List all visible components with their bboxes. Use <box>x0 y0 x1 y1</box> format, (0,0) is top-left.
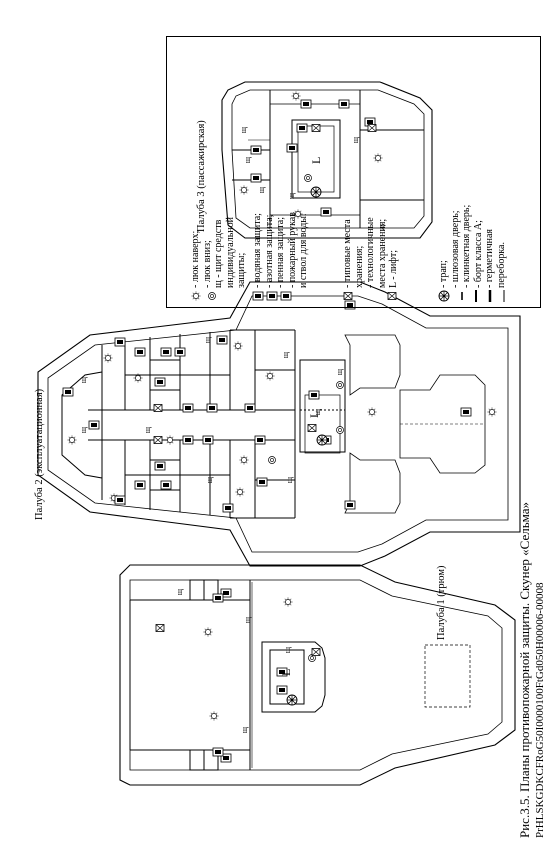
legend-storage-tech-2: места хранения; <box>376 218 388 288</box>
deck2-plan <box>37 281 521 567</box>
legend-shield-2: индивидуальной <box>224 217 236 288</box>
legend-hermetic: - герметичная <box>484 229 495 288</box>
legend-shield: щ - щит средств <box>213 219 224 288</box>
deck1-plan <box>119 564 516 786</box>
figure-code: PrHLSKGDKCFRoG50I0000100FtGd050H00006-00… <box>534 582 546 838</box>
lift-label-deck3: L <box>309 157 323 164</box>
legend-water: - водяная защита; <box>252 213 263 288</box>
deck2-label: Палуба 2 (эксплуатационная) <box>34 388 45 520</box>
legend-hose-2: и ствол для воды. <box>298 213 309 288</box>
legend-storage-tech: - технологичные <box>365 217 376 288</box>
legend-clinket: - клинкетная дверь; <box>461 204 472 288</box>
legend-hermetic-2: переборка. <box>495 242 507 288</box>
legend-lift: L - лифт; <box>388 249 399 288</box>
lift-labels: L L L <box>279 157 323 676</box>
legend-col2: - водяная защита; - азотная защита; - пе… <box>252 212 310 288</box>
deck1-label: Палуба 1 (трюм) <box>436 565 447 641</box>
deck3-plan <box>221 81 433 239</box>
legend-col4: - трап; - шлюзовая дверь; - клинкетная д… <box>438 205 507 288</box>
legend-airlock: - шлюзовая дверь; <box>449 210 461 288</box>
deck3-label: Палуба 3 (пассажирская) <box>196 120 207 232</box>
legend-storage-typical: - типовые места <box>342 219 353 288</box>
legend-class-a: - борт класса А; <box>472 220 484 288</box>
legend-col3: - типовые места хранения; - технологичны… <box>342 217 400 288</box>
legend-nitrogen: - азотная защита; <box>263 214 275 288</box>
legend-symbols <box>191 290 505 302</box>
deck1-symbols <box>155 588 321 763</box>
legend-hose: - пожарный рукав <box>286 212 298 288</box>
figure-caption: Рис.3.5. Планы противопожарной защиты. С… <box>517 501 532 838</box>
lift-label-deck2: L <box>307 411 321 418</box>
legend-box <box>166 36 541 308</box>
legend-shield-3: защиты; <box>236 252 247 288</box>
lift-label-deck1: L <box>279 669 293 676</box>
legend-storage-typical-2: хранения; <box>353 245 365 288</box>
legend-ladder: - трап; <box>438 260 449 288</box>
legend-foam: - пенная защита; <box>275 216 286 288</box>
